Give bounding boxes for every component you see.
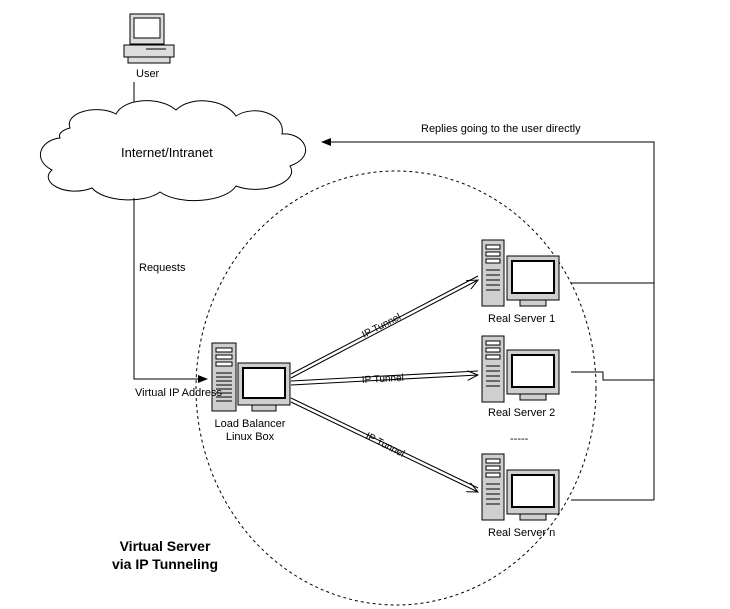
caption-line2: via IP Tunneling: [111, 556, 219, 572]
real-server-n-icon: [481, 453, 560, 521]
load-balancer-label-line1: Load Balancer: [214, 418, 286, 430]
network-label: Internet/Intranet: [121, 145, 213, 160]
vip-label: Virtual IP Address: [135, 387, 223, 399]
user-label: User: [136, 68, 160, 80]
ellipsis-label: -----: [510, 433, 529, 445]
real-server-1-label: Real Server 1: [488, 313, 556, 325]
real-server-n-label: Real Server n: [488, 527, 556, 539]
replies-label: Replies going to the user directly: [421, 123, 581, 135]
load-balancer-label-line2: Linux Box: [225, 431, 275, 443]
network-cloud: [40, 100, 306, 202]
requests-label: Requests: [139, 262, 186, 274]
tunnel-1-label: IP Tunnel: [360, 312, 402, 341]
replies-path: [321, 138, 655, 500]
real-server-2-label: Real Server 2: [488, 407, 556, 419]
tunnel-3-label: IP Tunnel: [364, 431, 406, 460]
load-balancer-icon: [211, 342, 291, 412]
tunnel-2-label: IP Tunnel: [362, 373, 405, 386]
ip-tunnel-2: [290, 371, 478, 386]
caption-line1: Virtual Server: [119, 538, 211, 554]
real-server-2-icon: [481, 335, 560, 403]
real-server-1-icon: [481, 239, 560, 307]
ip-tunnel-3: [290, 397, 478, 492]
user-computer-icon: [123, 13, 175, 64]
server2-reply-link: [571, 371, 654, 381]
virtual-server-boundary: [195, 170, 597, 606]
ip-tunnel-1: [290, 275, 478, 379]
requests-path: [133, 198, 208, 383]
